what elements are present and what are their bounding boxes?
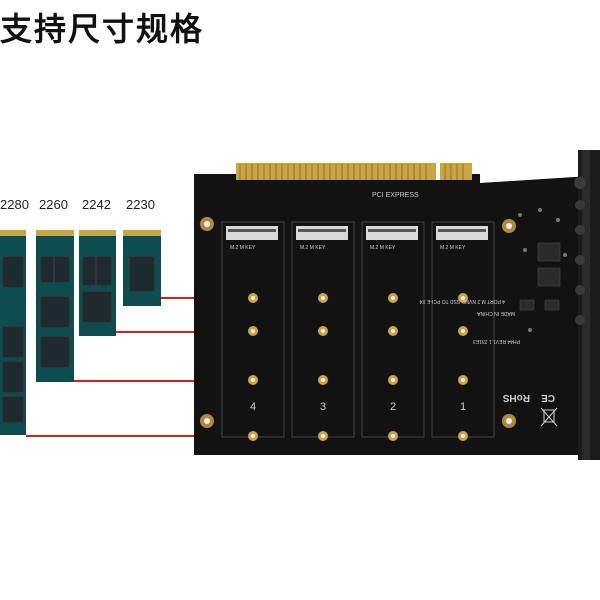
size-label-2242: 2242 <box>82 197 111 212</box>
slot-number-3: 3 <box>320 401 326 413</box>
size-label-2280: 2280 <box>0 197 29 212</box>
revision-text: PH44 REV1.1 231E3 <box>473 338 520 344</box>
leader-line-2280 <box>26 435 246 437</box>
ssd-2260 <box>36 230 74 382</box>
size-label-2260: 2260 <box>39 197 68 212</box>
ssd-2280 <box>0 230 26 435</box>
ssd-2242 <box>79 230 116 336</box>
slot-number-4: 4 <box>250 401 256 413</box>
pcie-logo-text: PCI EXPRESS <box>372 192 419 199</box>
slot-number-2: 2 <box>390 401 396 413</box>
board-model-text: 4 PORT M.2 NVME SSD TO PCI-E X4 <box>419 298 505 304</box>
weee-bin-icon <box>540 407 558 427</box>
slot-key-label: M.2 M KEY <box>440 245 466 251</box>
slot-number-1: 1 <box>460 401 466 413</box>
made-in-text: MADE IN CHINA <box>477 310 515 316</box>
ssd-2230 <box>123 230 161 306</box>
slot-key-label: M.2 M KEY <box>370 245 396 251</box>
ce-mark: CE <box>541 392 555 403</box>
leader-line-2260 <box>74 380 246 382</box>
rohs-mark: RoHS <box>502 392 530 403</box>
slot-key-label: M.2 M KEY <box>300 245 326 251</box>
slot-key-label: M.2 M KEY <box>230 245 256 251</box>
size-label-2230: 2230 <box>126 197 155 212</box>
page-title: 支持尺寸规格 <box>0 10 205 48</box>
leader-line-2242 <box>116 331 246 333</box>
